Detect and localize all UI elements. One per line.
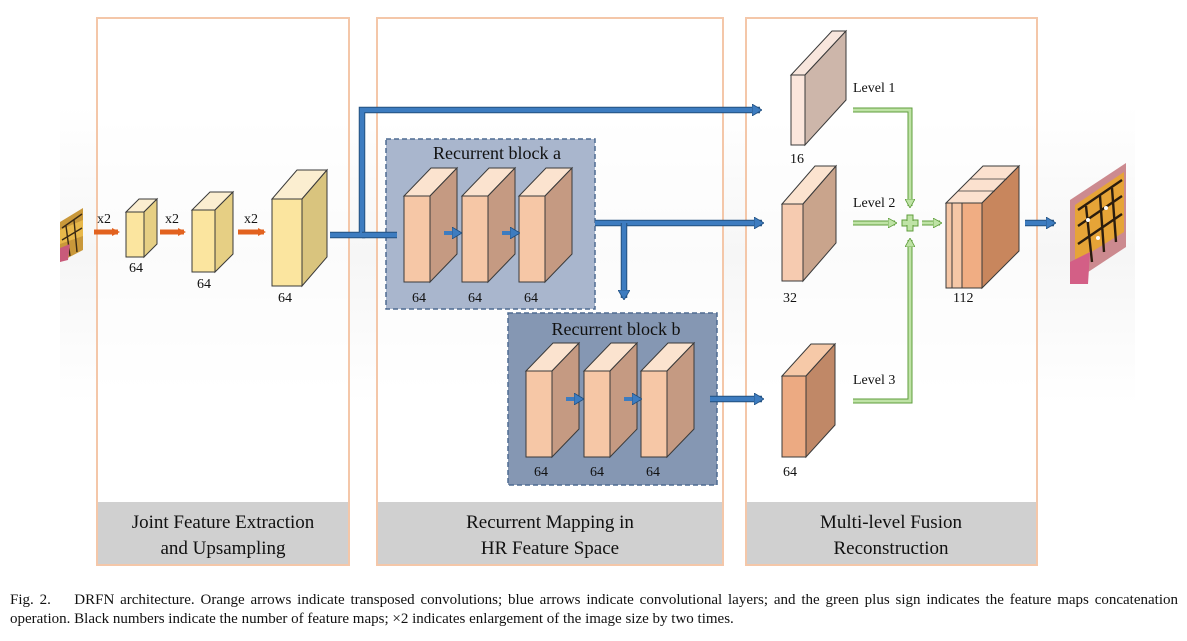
output-image bbox=[1070, 163, 1126, 284]
feature-cube-block-a-1 bbox=[402, 166, 459, 284]
block-a-count-2: 64 bbox=[468, 291, 482, 306]
figure-label: Fig. 2. bbox=[10, 592, 51, 608]
section-band-fusion bbox=[747, 502, 1036, 564]
figure-caption-text: DRFN architecture. Orange arrows indicat… bbox=[10, 592, 1182, 627]
drfn-architecture-diagram: Joint Feature Extraction and Upsampling … bbox=[60, 17, 1135, 566]
feature-cube-level-2 bbox=[780, 164, 838, 283]
feature-cube-up-3 bbox=[270, 168, 329, 288]
up-count-1: 64 bbox=[129, 261, 143, 276]
section-title-joint-line2: and Upsampling bbox=[160, 538, 286, 559]
scale-label-1: x2 bbox=[97, 212, 111, 227]
panel-joint-feature: Joint Feature Extraction and Upsampling bbox=[96, 17, 350, 566]
block-b-count-3: 64 bbox=[646, 465, 660, 480]
feature-cube-up-1 bbox=[124, 197, 159, 259]
feature-cube-block-b-1 bbox=[524, 341, 581, 459]
block-b-count-2: 64 bbox=[590, 465, 604, 480]
block-b-count-1: 64 bbox=[534, 465, 548, 480]
block-a-count-3: 64 bbox=[524, 291, 538, 306]
scale-label-3: x2 bbox=[244, 212, 258, 227]
level2-label: Level 2 bbox=[853, 196, 895, 211]
feature-cube-level-3 bbox=[780, 342, 837, 459]
concat-count: 112 bbox=[953, 291, 973, 306]
feature-cube-concat bbox=[944, 164, 1021, 290]
level1-label: Level 1 bbox=[853, 81, 895, 96]
section-band-recurrent bbox=[378, 502, 722, 564]
feature-cube-block-a-2 bbox=[460, 166, 517, 284]
scale-label-2: x2 bbox=[165, 212, 179, 227]
section-title-recurrent-line2: HR Feature Space bbox=[481, 538, 619, 559]
concat-path-level-1 bbox=[853, 107, 910, 206]
feature-cube-block-a-3 bbox=[517, 166, 574, 284]
recurrent-block-a-title: Recurrent block a bbox=[433, 143, 561, 163]
feature-cube-level-1 bbox=[789, 29, 848, 147]
feature-cube-block-b-3 bbox=[639, 341, 696, 459]
block-a-count-1: 64 bbox=[412, 291, 426, 306]
section-title-joint-line1: Joint Feature Extraction bbox=[132, 512, 315, 533]
feature-cube-up-2 bbox=[190, 190, 235, 274]
recurrent-block-b-title: Recurrent block b bbox=[552, 319, 681, 339]
figure-caption: Fig. 2. DRFN architecture. Orange arrows… bbox=[10, 591, 1178, 629]
concat-plus-icon bbox=[901, 214, 919, 232]
up-count-3: 64 bbox=[278, 291, 292, 306]
level3-label: Level 3 bbox=[853, 373, 895, 388]
section-title-recurrent-line1: Recurrent Mapping in bbox=[466, 512, 634, 533]
section-title-fusion-line1: Multi-level Fusion bbox=[820, 512, 962, 533]
section-title-fusion-line2: Reconstruction bbox=[833, 538, 949, 559]
section-band-joint bbox=[98, 502, 348, 564]
level3-count: 64 bbox=[783, 465, 797, 480]
input-image bbox=[60, 208, 83, 262]
level2-count: 32 bbox=[783, 291, 797, 306]
concat-path-level-3 bbox=[853, 240, 910, 404]
conv-path-main bbox=[330, 110, 760, 239]
level1-count: 16 bbox=[790, 152, 804, 167]
up-count-2: 64 bbox=[197, 277, 211, 292]
feature-cube-block-b-2 bbox=[582, 341, 639, 459]
